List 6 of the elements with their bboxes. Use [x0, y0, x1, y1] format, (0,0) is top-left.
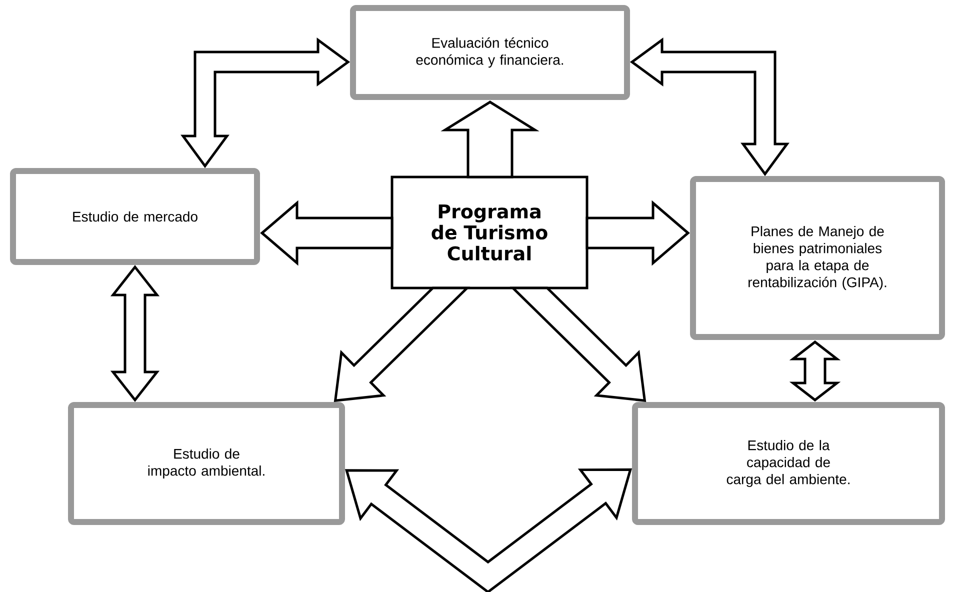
process-box: Evaluación técnico económica y financiera. — [350, 5, 630, 100]
central-box: Programa de Turismo Cultural — [390, 176, 588, 290]
process-box: Estudio de mercado — [10, 168, 260, 265]
process-box: Planes de Manejo de bienes patrimoniales para la etapa de rentabilización (GIPA). — [690, 176, 946, 340]
process-box: Estudio de la capacidad de carga del ambiente. — [632, 402, 946, 525]
process-box: Estudio de impacto ambiental. — [68, 402, 345, 525]
